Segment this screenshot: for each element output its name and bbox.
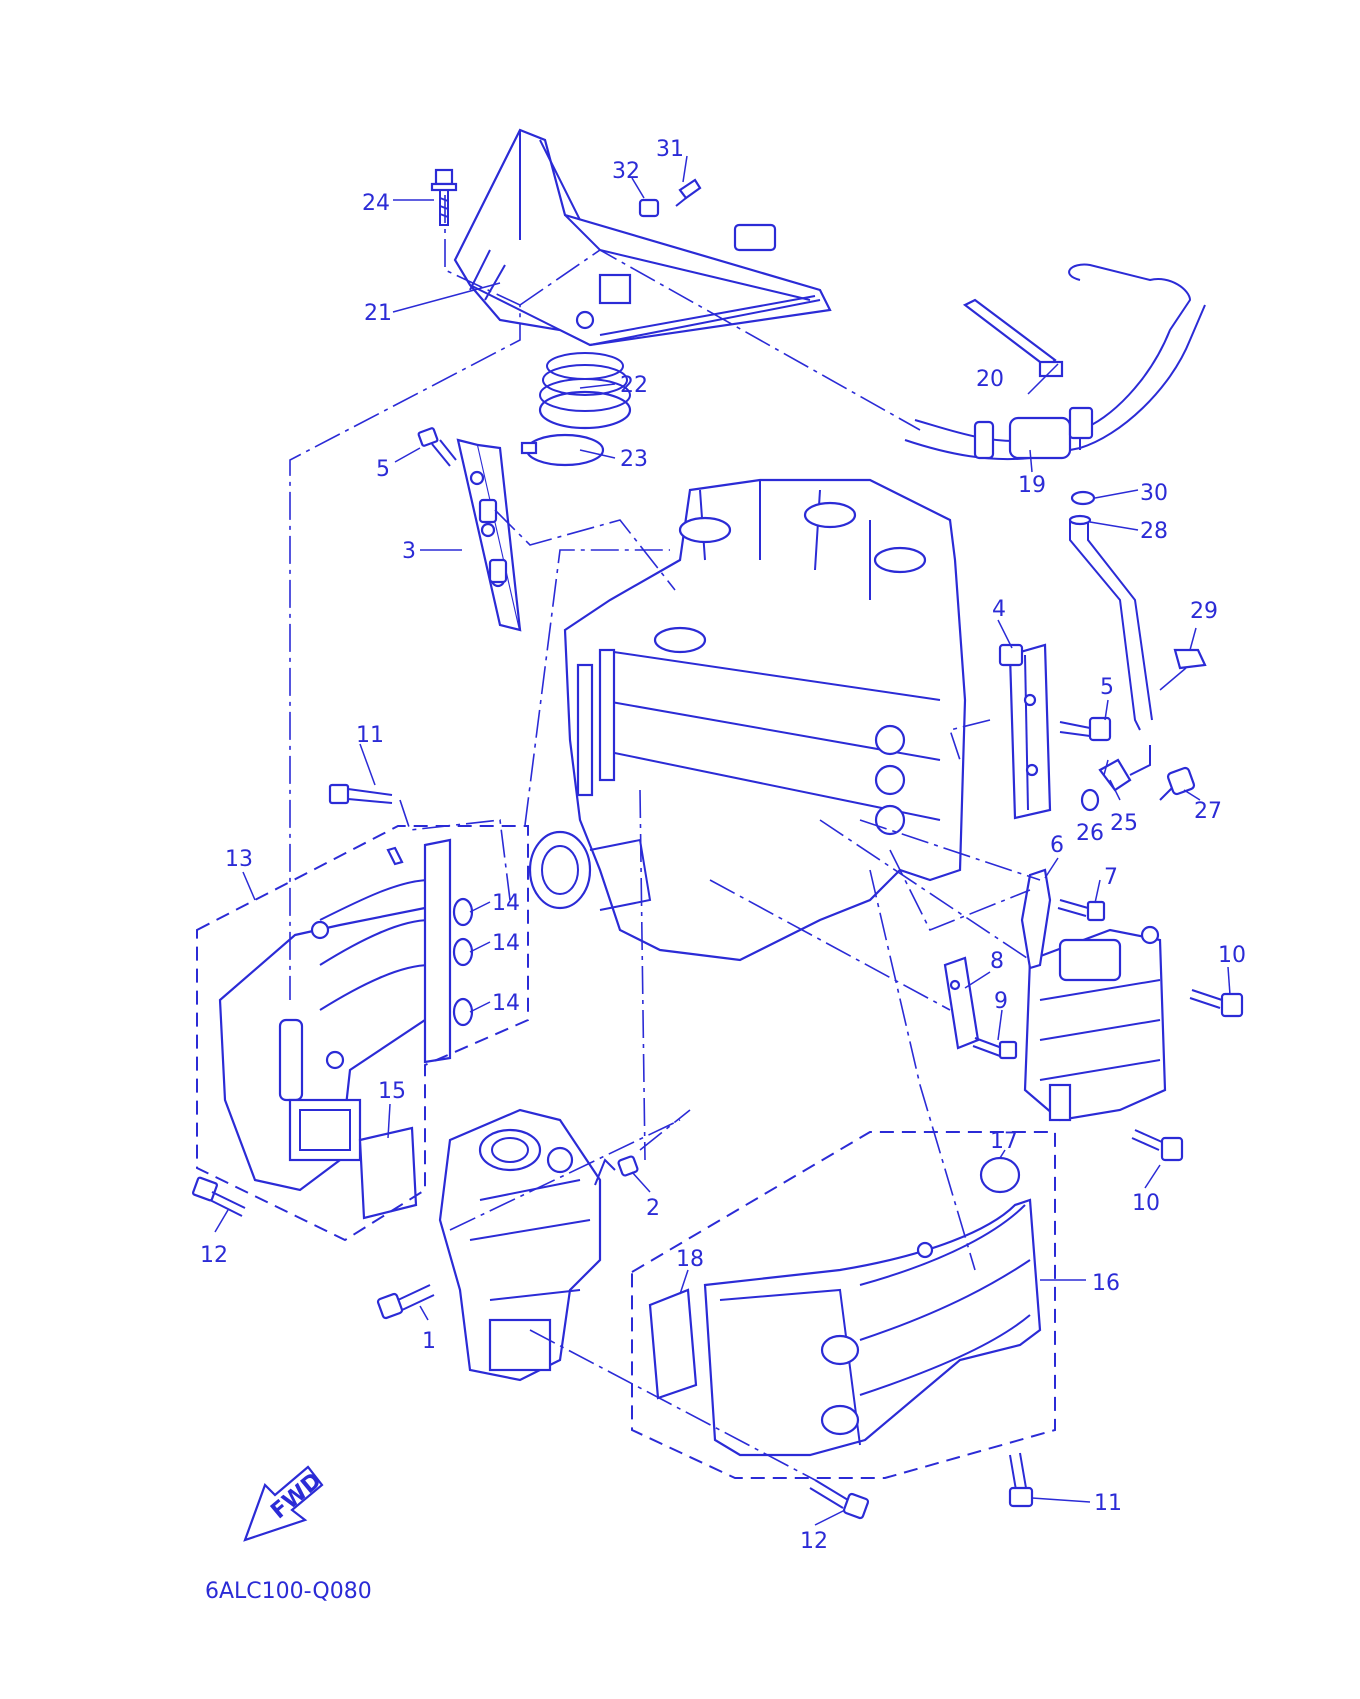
callout-29: 29 [1190, 599, 1218, 624]
bolt-10a-part [1189, 989, 1244, 1018]
callout-27: 27 [1194, 799, 1222, 824]
callout-24: 24 [362, 191, 390, 216]
callout-4: 4 [992, 597, 1006, 622]
callout-12b: 12 [800, 1529, 828, 1554]
callout-30: 30 [1140, 481, 1168, 506]
callout-16: 16 [1092, 1271, 1120, 1296]
callout-6: 6 [1050, 833, 1064, 858]
fwd-arrow-icon [243, 1465, 324, 1542]
cable-tie-20-part [962, 298, 1064, 378]
callout-32: 32 [612, 159, 640, 184]
bracket-3-part [456, 438, 522, 632]
gasket-14-part [423, 838, 474, 1064]
callout-22: 22 [620, 373, 648, 398]
callout-14c: 14 [492, 991, 520, 1016]
bolt-24-part [430, 168, 458, 226]
bolt-5b-part [1059, 716, 1112, 742]
callout-26: 26 [1076, 821, 1104, 846]
callout-18: 18 [676, 1247, 704, 1272]
oring-26-part [1080, 788, 1100, 812]
callout-8: 8 [990, 949, 1004, 974]
callout-12a: 12 [200, 1243, 228, 1268]
bolt-27-part [1159, 766, 1196, 801]
diagram-code: 6ALC100-Q080 [205, 1579, 372, 1604]
callout-5b: 5 [1100, 675, 1114, 700]
bolt-10b-part [1131, 1129, 1184, 1162]
callout-14a: 14 [492, 891, 520, 916]
reference-lines [289, 195, 1041, 1481]
callout-9: 9 [994, 989, 1008, 1014]
callout-11a: 11 [356, 723, 384, 748]
bracket-25-part [1098, 745, 1151, 792]
intake-manifold-16-part [703, 1198, 1042, 1457]
bolt-9-part [972, 1037, 1018, 1060]
bracket-6-part [1020, 868, 1052, 970]
clamp-23-part [520, 433, 605, 467]
hose-28-part [1068, 514, 1153, 731]
callout-17: 17 [990, 1129, 1018, 1154]
callout-13: 13 [225, 847, 253, 872]
callout-3: 3 [402, 539, 416, 564]
bolt-11a-part [328, 783, 393, 805]
callout-25: 25 [1110, 811, 1138, 836]
gasket-17-part [979, 1156, 1021, 1194]
callout-21: 21 [364, 301, 392, 326]
grommet-22-part [538, 352, 632, 430]
callout-2: 2 [646, 1196, 660, 1221]
bolt-1-part [376, 1284, 435, 1320]
callout-28: 28 [1140, 519, 1168, 544]
callout-23: 23 [620, 447, 648, 472]
silencer-cover-part [453, 128, 832, 347]
gasket-18-part [648, 1288, 698, 1400]
callout-14b: 14 [492, 931, 520, 956]
intake-manifold-13-part [218, 846, 442, 1192]
callout-11b: 11 [1094, 1491, 1122, 1516]
bracket-4-part [998, 643, 1052, 820]
bolt-12b-part [809, 1479, 870, 1520]
callout-1: 1 [422, 1329, 436, 1354]
bolt-7-part [1057, 899, 1106, 922]
vapor-separator-part [1023, 925, 1167, 1122]
engine-block-part [528, 478, 967, 962]
callout-15: 15 [378, 1079, 406, 1104]
leader-lines [214, 155, 1231, 1526]
bolt-11b-part [1008, 1452, 1034, 1508]
throttle-body-part [438, 1108, 616, 1382]
callout-7: 7 [1104, 865, 1118, 890]
callout-31: 31 [656, 137, 684, 162]
bracket-8-part [943, 956, 980, 1050]
group-outline-16 [631, 1131, 1056, 1479]
clip-29-part [1173, 648, 1207, 670]
collar-2-part [617, 1155, 639, 1177]
callout-5a: 5 [376, 457, 390, 482]
callout-10a: 10 [1218, 943, 1246, 968]
callout-20: 20 [976, 367, 1004, 392]
hose-19-part [904, 263, 1206, 461]
fitting-31-32-parts [638, 178, 702, 218]
bolt-5a-part [417, 427, 457, 467]
bolt-12a-part [191, 1176, 246, 1217]
callout-19: 19 [1018, 473, 1046, 498]
gasket-15-part [358, 1126, 418, 1220]
washer-30-part [1070, 490, 1096, 506]
callout-10b: 10 [1132, 1191, 1160, 1216]
